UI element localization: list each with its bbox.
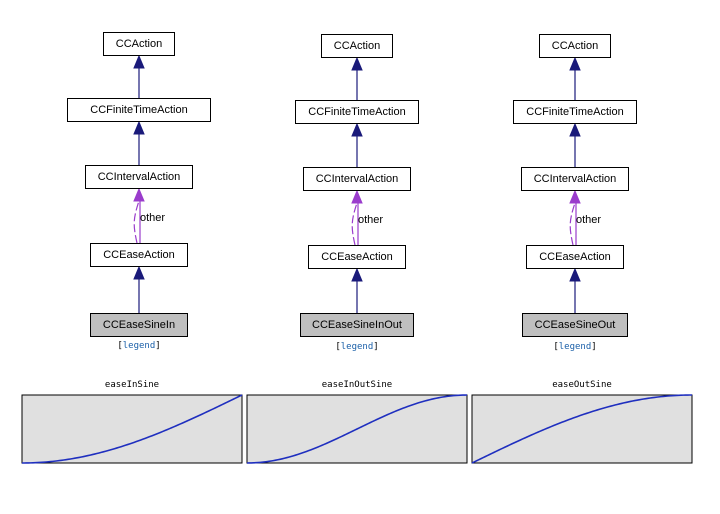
diagram-edges: other bbox=[351, 56, 383, 313]
inheritance-arrowhead bbox=[351, 267, 363, 282]
curve-title: easeInSine bbox=[104, 380, 160, 390]
node-cceasesinein: CCEaseSineIn bbox=[90, 313, 188, 337]
diagram-edges: other bbox=[133, 54, 165, 313]
curve-title: easeOutSine bbox=[552, 380, 612, 390]
easing-curve-sine-in: easeInSine bbox=[21, 380, 243, 466]
node-cceaseaction[interactable]: CCEaseAction bbox=[308, 245, 406, 269]
curve-plot bbox=[246, 394, 468, 464]
legend-link-text[interactable]: legend bbox=[122, 341, 156, 351]
node-cceaseaction[interactable]: CCEaseAction bbox=[526, 245, 624, 269]
node-cceasesineinout: CCEaseSineInOut bbox=[300, 313, 414, 337]
easing-curve-line bbox=[246, 394, 468, 464]
inheritance-arrowhead bbox=[351, 122, 363, 137]
template-arrowhead bbox=[569, 189, 581, 204]
legend-link-text[interactable]: legend bbox=[558, 342, 592, 352]
easing-curve-sine-out: easeOutSine bbox=[471, 380, 693, 466]
node-ccaction[interactable]: CCAction bbox=[321, 34, 393, 58]
legend-link[interactable]: [legend] bbox=[335, 342, 379, 352]
edge-label-other: other bbox=[140, 212, 165, 224]
node-cceaseaction[interactable]: CCEaseAction bbox=[90, 243, 188, 267]
inheritance-diagram-sine-in-out: other CCAction CCFiniteTimeAction CCInte… bbox=[238, 0, 478, 370]
inheritance-arrowhead bbox=[569, 267, 581, 282]
legend-link[interactable]: [legend] bbox=[553, 342, 597, 352]
template-arrowhead bbox=[351, 189, 363, 204]
easing-curve-line bbox=[21, 394, 243, 464]
node-ccintervalaction[interactable]: CCIntervalAction bbox=[303, 167, 411, 191]
inheritance-diagram-sine-out: other CCAction CCFiniteTimeAction CCInte… bbox=[456, 0, 696, 370]
node-ccaction[interactable]: CCAction bbox=[103, 32, 175, 56]
edge-label-other: other bbox=[576, 214, 601, 226]
node-ccfinitetimeaction[interactable]: CCFiniteTimeAction bbox=[67, 98, 211, 122]
plot-frame bbox=[21, 394, 243, 464]
node-ccfinitetimeaction[interactable]: CCFiniteTimeAction bbox=[513, 100, 637, 124]
template-edge bbox=[133, 200, 140, 244]
inheritance-arrowhead bbox=[569, 122, 581, 137]
inheritance-arrowhead bbox=[133, 120, 145, 135]
inheritance-arrowhead bbox=[569, 56, 581, 71]
easing-curve-sine-in-out: easeInOutSine bbox=[246, 380, 468, 466]
diagram-edges: other bbox=[569, 56, 601, 313]
legend-link-text[interactable]: legend bbox=[340, 342, 374, 352]
node-ccintervalaction[interactable]: CCIntervalAction bbox=[521, 167, 629, 191]
curve-title: easeInOutSine bbox=[321, 380, 393, 390]
node-ccaction[interactable]: CCAction bbox=[539, 34, 611, 58]
inheritance-arrowhead bbox=[133, 265, 145, 280]
legend-link[interactable]: [legend] bbox=[117, 341, 161, 351]
node-ccfinitetimeaction[interactable]: CCFiniteTimeAction bbox=[295, 100, 419, 124]
inheritance-arrowhead bbox=[351, 56, 363, 71]
curve-plot bbox=[471, 394, 693, 464]
plot-frame bbox=[471, 394, 693, 464]
inheritance-diagram-sine-in: other CCAction CCFiniteTimeAction CCInte… bbox=[20, 0, 260, 370]
template-edge bbox=[569, 202, 576, 246]
easing-curve-line bbox=[471, 394, 693, 464]
node-cceasesineout: CCEaseSineOut bbox=[522, 313, 628, 337]
edge-label-other: other bbox=[358, 214, 383, 226]
inheritance-arrowhead bbox=[133, 54, 145, 69]
curve-plot bbox=[21, 394, 243, 464]
template-arrowhead bbox=[133, 187, 145, 202]
template-edge bbox=[351, 202, 358, 246]
node-ccintervalaction[interactable]: CCIntervalAction bbox=[85, 165, 193, 189]
